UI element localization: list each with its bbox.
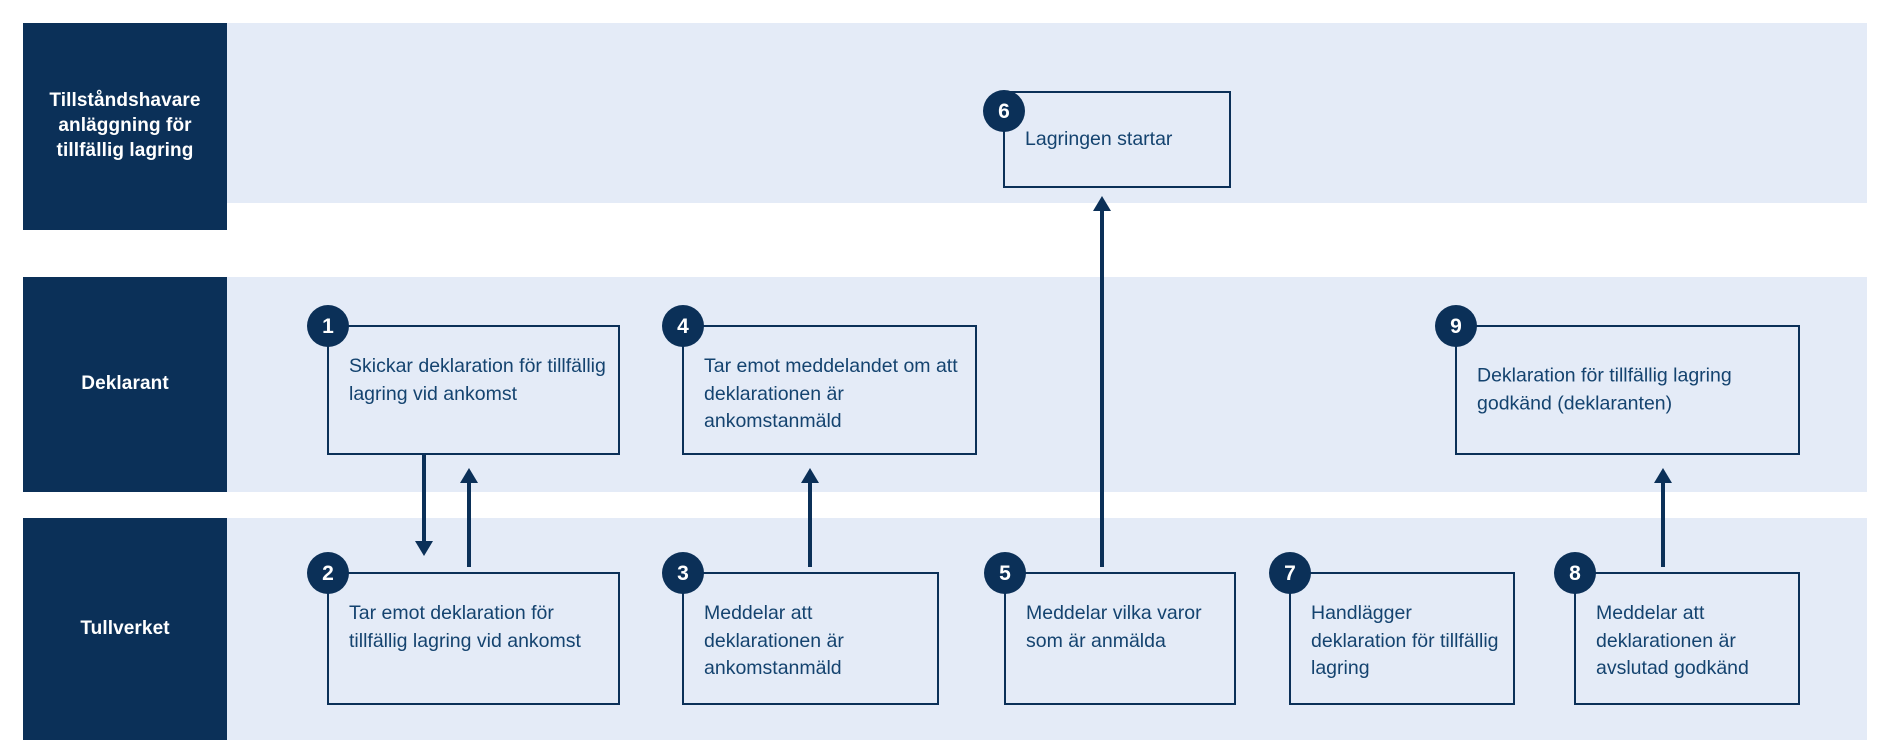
node-6-label: Lagringen startar (1025, 127, 1173, 150)
node-9-label: Deklaration för tillfällig lagring godkä… (1477, 364, 1732, 414)
node-7-box[interactable]: Handlägger deklaration för tillfällig la… (1289, 572, 1515, 705)
node-1-number: 1 (322, 314, 334, 338)
node-7-number: 7 (1284, 561, 1296, 585)
node-1-box[interactable]: Skickar deklaration för tillfällig lagri… (327, 325, 620, 455)
connector-2-to-1-line (467, 478, 471, 567)
node-2-box[interactable]: Tar emot deklaration för tillfällig lagr… (327, 572, 620, 705)
node-9-box[interactable]: Deklaration för tillfällig lagring godkä… (1455, 325, 1800, 455)
node-2-badge: 2 (307, 552, 349, 594)
lane-header-tillstandshavare: Tillståndshavare anläggning för tillfäll… (23, 23, 227, 230)
lane-label-tullverket: Tullverket (80, 617, 170, 639)
node-6-badge: 6 (983, 90, 1025, 132)
node-4-box[interactable]: Tar emot meddelandet om att deklaratione… (682, 325, 977, 455)
connector-1-to-2-line (422, 453, 426, 548)
node-5-badge: 5 (984, 552, 1026, 594)
node-8-label: Meddelar att deklarationen är avslutad g… (1596, 602, 1749, 680)
connector-2-to-1-arrowhead (460, 468, 478, 483)
connector-5-to-6-line (1100, 207, 1104, 567)
node-1-badge: 1 (307, 305, 349, 347)
lane-band-tillstandshavare (23, 23, 1867, 203)
node-8-box[interactable]: Meddelar att deklarationen är avslutad g… (1574, 572, 1800, 705)
node-3-number: 3 (677, 561, 689, 585)
node-8-badge: 8 (1554, 552, 1596, 594)
node-6-number: 6 (998, 99, 1010, 123)
lane-label-tillstandshavare: Tillståndshavare anläggning för tillfäll… (49, 90, 201, 161)
node-1-label: Skickar deklaration för tillfällig lagri… (349, 355, 606, 405)
node-2-number: 2 (322, 561, 334, 585)
node-5-label: Meddelar vilka varor som är anmälda (1026, 602, 1202, 652)
node-9-badge: 9 (1435, 305, 1477, 347)
node-3-badge: 3 (662, 552, 704, 594)
lane-label-deklarant: Deklarant (81, 373, 169, 395)
connector-5-to-6-arrowhead (1093, 196, 1111, 211)
node-7-badge: 7 (1269, 552, 1311, 594)
node-9-number: 9 (1450, 314, 1462, 338)
connector-8-to-9-arrowhead (1654, 468, 1672, 483)
connector-3-to-4-line (808, 478, 812, 567)
node-8-number: 8 (1569, 561, 1581, 585)
connector-1-to-2-arrowhead (415, 541, 433, 556)
node-7-label: Handlägger deklaration för tillfällig la… (1311, 602, 1499, 680)
node-5-number: 5 (999, 561, 1011, 585)
connector-8-to-9-line (1661, 478, 1665, 567)
node-6-box[interactable]: Lagringen startar (1003, 91, 1231, 188)
node-4-badge: 4 (662, 305, 704, 347)
node-2-label: Tar emot deklaration för tillfällig lagr… (349, 602, 581, 652)
lane-header-tullverket: Tullverket (23, 518, 227, 740)
lane-header-deklarant: Deklarant (23, 277, 227, 492)
node-3-label: Meddelar att deklarationen är ankomstanm… (704, 602, 844, 680)
node-3-box[interactable]: Meddelar att deklarationen är ankomstanm… (682, 572, 939, 705)
connector-3-to-4-arrowhead (801, 468, 819, 483)
node-5-box[interactable]: Meddelar vilka varor som är anmälda (1004, 572, 1236, 705)
node-4-label: Tar emot meddelandet om att deklaratione… (704, 355, 958, 433)
node-4-number: 4 (677, 314, 689, 338)
